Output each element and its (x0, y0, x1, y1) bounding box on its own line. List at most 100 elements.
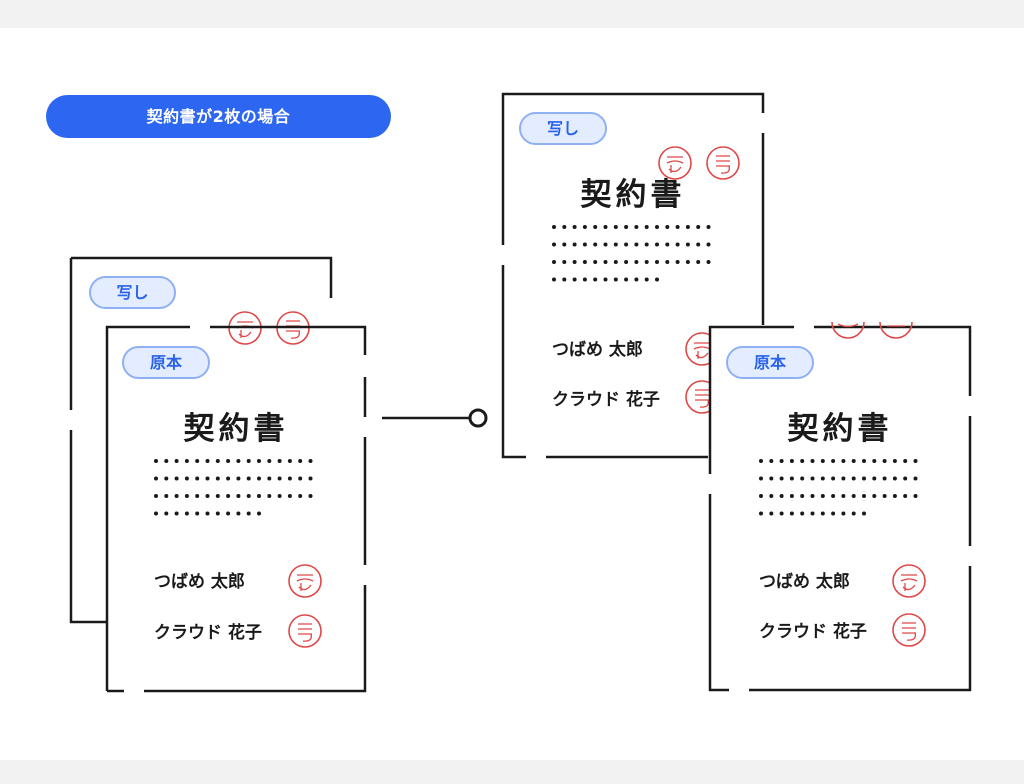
placeholder-dot (582, 242, 587, 247)
placeholder-dot (685, 242, 690, 247)
placeholder-dot (841, 459, 846, 463)
party-name-1: つばめ 太郎 (154, 572, 245, 592)
party-name-2: クラウド 花子 (154, 623, 262, 643)
body-text-placeholder (759, 459, 918, 516)
placeholder-dot (779, 459, 784, 463)
placeholder-dot (685, 225, 690, 229)
placeholder-dot (903, 476, 908, 481)
placeholder-dot (236, 494, 241, 498)
placeholder-dot (195, 511, 200, 516)
placeholder-dot (696, 260, 701, 264)
party-name-2: クラウド 花子 (759, 622, 867, 642)
placeholder-dot (882, 476, 887, 481)
placeholder-dot (789, 476, 794, 481)
placeholder-dot (257, 511, 261, 516)
placeholder-dot (154, 476, 158, 481)
seal-icon-party-1 (288, 564, 322, 598)
placeholder-dot (789, 459, 794, 463)
seal-icon-party-1 (892, 564, 926, 598)
placeholder-dot (205, 511, 210, 516)
placeholder-dot (613, 277, 618, 282)
placeholder-dot (287, 459, 292, 463)
placeholder-dot (696, 225, 701, 229)
placeholder-dot (862, 494, 866, 498)
seal-icon-party-2 (288, 614, 322, 648)
dot-rows (154, 459, 313, 516)
placeholder-dot (154, 459, 158, 463)
placeholder-dot (634, 277, 639, 282)
placeholder-dot (277, 476, 282, 481)
placeholder-dot (862, 511, 866, 516)
placeholder-dot (831, 511, 836, 516)
placeholder-dot (820, 494, 825, 498)
placeholder-dot (769, 459, 774, 463)
placeholder-dot (562, 277, 567, 282)
placeholder-dot (572, 260, 577, 264)
placeholder-dot (903, 494, 908, 498)
placeholder-dot (236, 476, 241, 481)
placeholder-dot (913, 494, 918, 498)
placeholder-dot (892, 459, 897, 463)
placeholder-dot (603, 277, 608, 282)
placeholder-dot (706, 242, 711, 247)
placeholder-dot (277, 459, 282, 463)
placeholder-dot (552, 242, 556, 247)
placeholder-dot (603, 225, 608, 229)
placeholder-dot (810, 494, 815, 498)
left-copy-sheet: 写し (69, 256, 333, 624)
party-name-1: つばめ 太郎 (759, 572, 850, 592)
placeholder-dot (572, 277, 577, 282)
placeholder-dot (779, 494, 784, 498)
right-copy-sheet-frame (501, 92, 765, 459)
placeholder-dot (820, 459, 825, 463)
placeholder-dot (706, 225, 711, 229)
placeholder-dot (582, 260, 587, 264)
placeholder-dot (644, 242, 649, 247)
placeholder-dot (246, 476, 251, 481)
placeholder-dot (195, 476, 200, 481)
placeholder-dot (913, 459, 918, 463)
placeholder-dot (308, 494, 313, 498)
placeholder-dot (562, 225, 567, 229)
placeholder-dot (789, 494, 794, 498)
right-original-sheet: 原本 契約書 つばめ 太郎 クラウド 花子 (708, 321, 972, 692)
placeholder-dot (236, 459, 241, 463)
placeholder-dot (164, 511, 169, 516)
placeholder-dot (287, 476, 292, 481)
placeholder-dot (624, 277, 629, 282)
placeholder-dot (810, 476, 815, 481)
placeholder-dot (215, 476, 220, 481)
scenario-header: 契約書が2枚の場合 (46, 95, 391, 138)
placeholder-dot (759, 494, 763, 498)
placeholder-dot (246, 511, 251, 516)
connector-line-icon (382, 408, 488, 428)
placeholder-dot (572, 225, 577, 229)
placeholder-dot (655, 277, 659, 282)
placeholder-dot (624, 225, 629, 229)
placeholder-dot (892, 494, 897, 498)
seal-icon-peek-2 (879, 321, 913, 339)
placeholder-dot (820, 476, 825, 481)
placeholder-dot (184, 511, 189, 516)
placeholder-dot (593, 242, 598, 247)
placeholder-dot (582, 277, 587, 282)
placeholder-dot (215, 494, 220, 498)
left-copy-sheet-frame (69, 256, 333, 624)
placeholder-dot (582, 225, 587, 229)
placeholder-dot (851, 511, 856, 516)
placeholder-dot (298, 494, 303, 498)
dot-rows (552, 225, 711, 282)
placeholder-dot (624, 242, 629, 247)
placeholder-dot (572, 242, 577, 247)
placeholder-dot (154, 494, 158, 498)
placeholder-dot (613, 225, 618, 229)
placeholder-dot (882, 494, 887, 498)
placeholder-dot (851, 476, 856, 481)
seal-icon-peek-1 (831, 321, 865, 339)
placeholder-dot (552, 277, 556, 282)
placeholder-dot (164, 476, 169, 481)
placeholder-dot (769, 511, 774, 516)
placeholder-dot (593, 277, 598, 282)
placeholder-dot (277, 494, 282, 498)
placeholder-dot (882, 459, 887, 463)
